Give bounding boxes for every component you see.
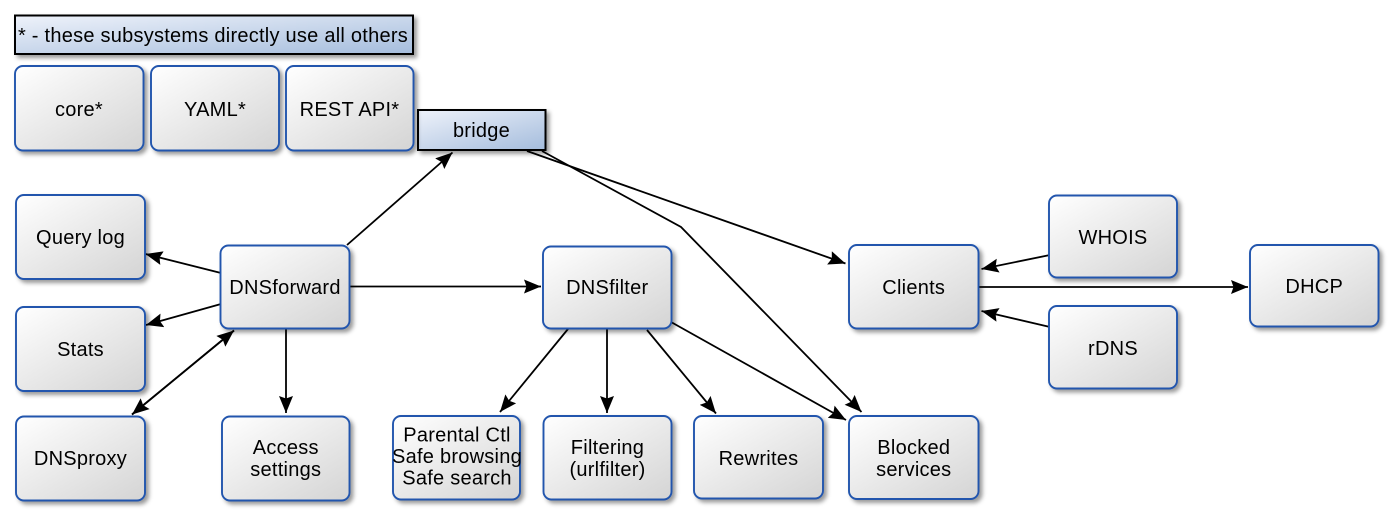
svg-text:settings: settings — [250, 459, 321, 481]
svg-text:Parental Ctl: Parental Ctl — [403, 425, 511, 447]
svg-text:Safe browsing: Safe browsing — [392, 446, 522, 468]
svg-text:DNSfilter: DNSfilter — [566, 277, 648, 299]
svg-text:Safe search: Safe search — [402, 468, 511, 490]
svg-text:YAML*: YAML* — [184, 99, 246, 121]
svg-text:WHOIS: WHOIS — [1078, 227, 1147, 249]
svg-text:bridge: bridge — [453, 120, 510, 142]
svg-text:DNSproxy: DNSproxy — [34, 448, 127, 470]
svg-text:Blocked: Blocked — [877, 437, 950, 459]
svg-text:Rewrites: Rewrites — [719, 448, 799, 470]
svg-text:Query log: Query log — [36, 227, 125, 249]
svg-text:(urlfilter): (urlfilter) — [569, 459, 645, 481]
svg-text:services: services — [876, 459, 951, 481]
svg-text:Filtering: Filtering — [571, 437, 644, 459]
svg-text:REST API*: REST API* — [300, 99, 400, 121]
svg-text:DHCP: DHCP — [1285, 276, 1343, 298]
svg-text:Access: Access — [253, 437, 319, 459]
svg-text:* - these subsystems directly: * - these subsystems directly use all ot… — [18, 25, 408, 47]
svg-text:Stats: Stats — [57, 339, 104, 361]
svg-text:Clients: Clients — [882, 277, 945, 299]
svg-text:core*: core* — [55, 99, 103, 121]
svg-text:rDNS: rDNS — [1088, 338, 1138, 360]
svg-text:DNSforward: DNSforward — [229, 277, 340, 299]
